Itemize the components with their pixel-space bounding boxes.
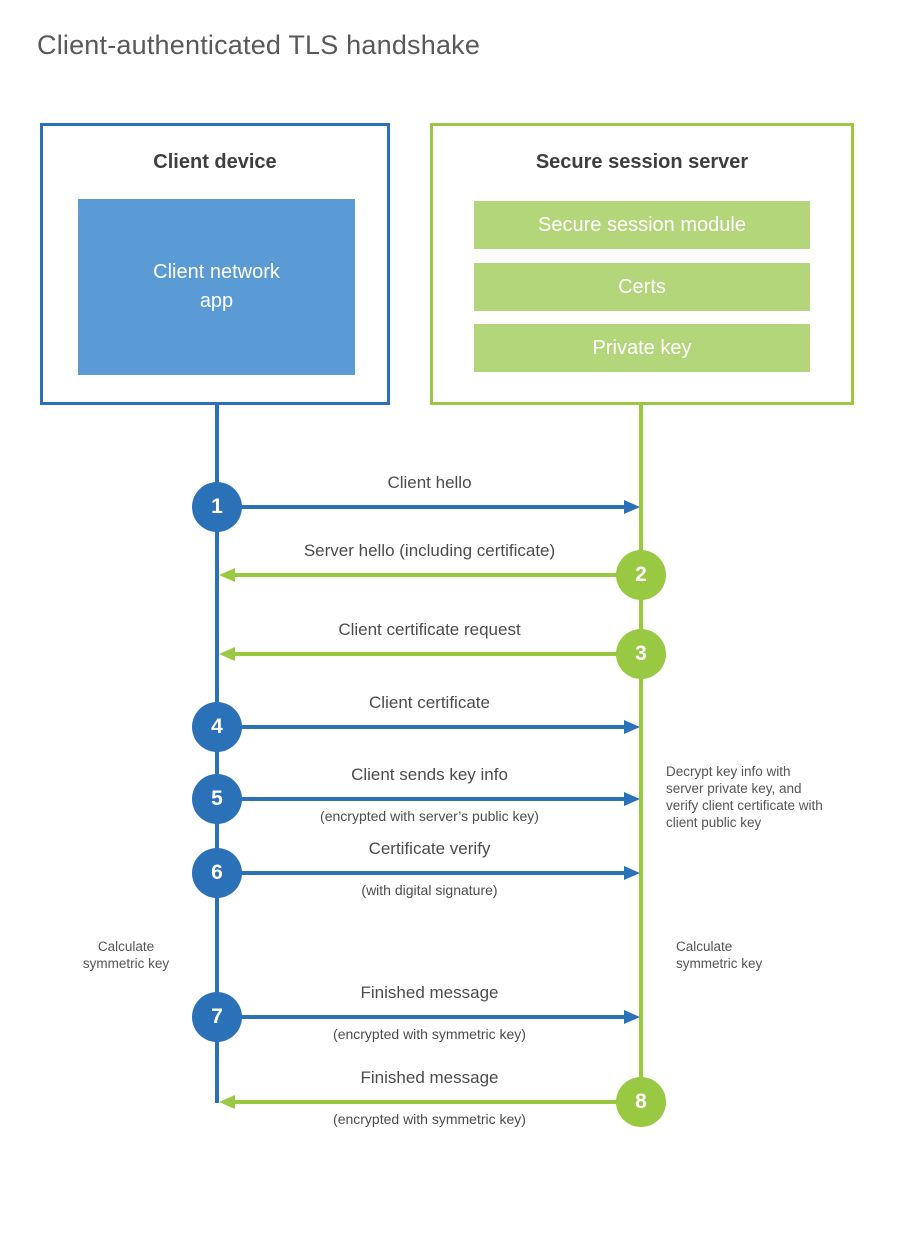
message-sublabel: (with digital signature) — [361, 882, 498, 898]
message-sublabel: (encrypted with server’s public key) — [320, 808, 539, 824]
message-label: Finished message — [360, 1068, 499, 1087]
server-decrypt-note: Decrypt key info with server private key… — [666, 764, 823, 830]
arrowhead-left-icon — [219, 1095, 235, 1109]
server-calculate-note: Calculate symmetric key — [676, 939, 763, 971]
arrow-client-to-server — [219, 1010, 640, 1024]
client-calculate-note: Calculate symmetric key — [82, 939, 170, 971]
message-label: Client sends key info — [351, 765, 508, 784]
arrow-client-to-server — [219, 792, 640, 806]
step-number-badge: 4 — [192, 702, 242, 752]
arrow-shaft — [219, 797, 627, 801]
step-number-badge: 8 — [616, 1077, 666, 1127]
arrow-client-to-server — [219, 866, 640, 880]
server-box: Secure session server Secure session mod… — [430, 123, 854, 405]
step-number-badge: 7 — [192, 992, 242, 1042]
server-lifeline — [639, 404, 643, 1104]
step-number-badge: 2 — [616, 550, 666, 600]
step-number-badge: 1 — [192, 482, 242, 532]
client-lifeline — [215, 404, 219, 1103]
arrow-server-to-client — [219, 1095, 640, 1109]
client-device-title: Client device — [153, 151, 277, 173]
arrowhead-left-icon — [219, 568, 235, 582]
message-label: Server hello (including certificate) — [303, 541, 556, 560]
arrow-server-to-client — [219, 647, 640, 661]
step-number-badge: 6 — [192, 848, 242, 898]
arrowhead-right-icon — [624, 866, 640, 880]
arrowhead-right-icon — [624, 500, 640, 514]
page-title: Client-authenticated TLS handshake — [37, 30, 481, 60]
message-label: Certificate verify — [368, 839, 491, 858]
arrowhead-left-icon — [219, 647, 235, 661]
client-network-app-block: Client network app — [78, 199, 355, 375]
arrow-shaft — [232, 573, 640, 577]
arrowhead-right-icon — [624, 792, 640, 806]
arrowhead-right-icon — [624, 1010, 640, 1024]
arrow-shaft — [232, 652, 640, 656]
arrowhead-right-icon — [624, 720, 640, 734]
arrow-shaft — [219, 871, 627, 875]
message-label: Client certificate — [369, 693, 490, 712]
step-number-badge: 5 — [192, 774, 242, 824]
message-label: Finished message — [360, 983, 499, 1002]
message-sublabel: (encrypted with symmetric key) — [333, 1111, 526, 1127]
arrow-shaft — [232, 1100, 640, 1104]
arrow-client-to-server — [219, 720, 640, 734]
message-label: Client certificate request — [338, 620, 521, 639]
server-module-bar: Private key — [474, 324, 810, 372]
arrow-server-to-client — [219, 568, 640, 582]
arrow-shaft — [219, 725, 627, 729]
arrow-client-to-server — [219, 500, 640, 514]
server-module-bar: Secure session module — [474, 201, 810, 249]
client-device-box: Client device Client network app — [40, 123, 390, 405]
server-module-bar: Certs — [474, 263, 810, 311]
arrow-shaft — [219, 505, 627, 509]
server-box-title: Secure session server — [535, 151, 749, 173]
message-sublabel: (encrypted with symmetric key) — [333, 1026, 526, 1042]
step-number-badge: 3 — [616, 629, 666, 679]
arrow-shaft — [219, 1015, 627, 1019]
client-network-app-label: Client network app — [153, 261, 280, 312]
message-label: Client hello — [387, 473, 472, 492]
